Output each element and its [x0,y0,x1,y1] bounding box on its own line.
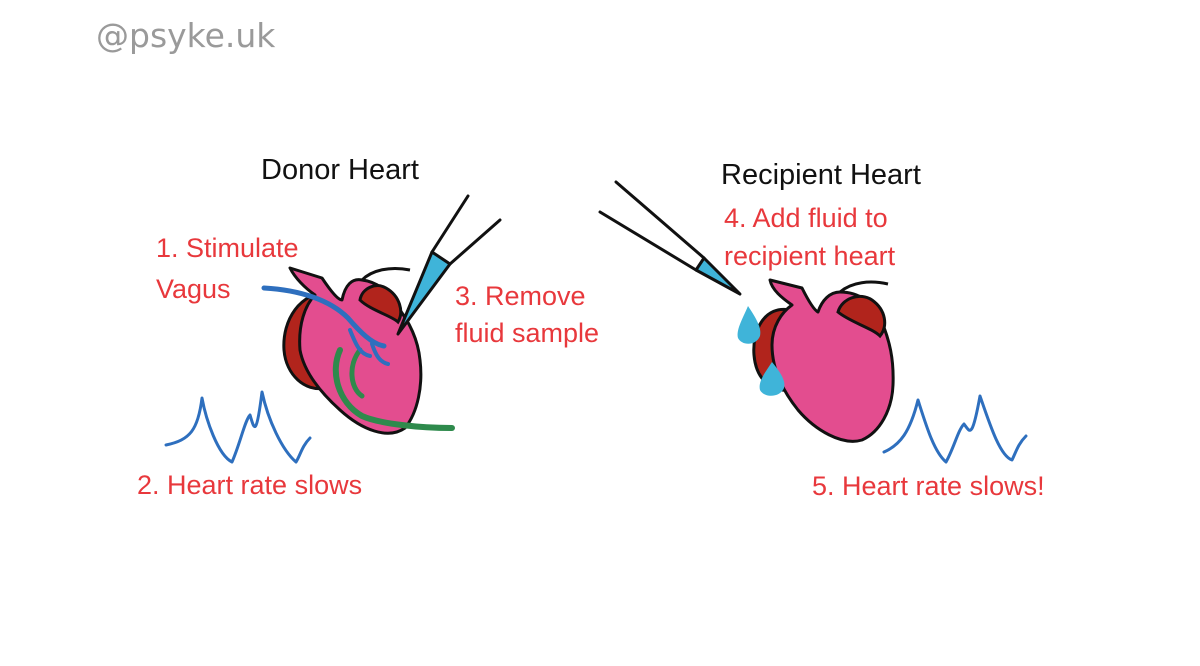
step-1-label: 1. Stimulate Vagus [156,233,299,304]
step-3-label: 3. Remove fluid sample [455,281,600,348]
watermark: @psyke.uk [96,16,276,55]
recipient-heart-icon [752,278,895,443]
recipient-ecg-trace-icon [882,394,1028,464]
recipient-heart-title: Recipient Heart [721,159,921,191]
donor-heart-title: Donor Heart [261,154,419,186]
step-4-label: 4. Add fluid to recipient heart [724,203,896,271]
step-2-label: 2. Heart rate slows [137,470,363,500]
step-5-label: 5. Heart rate slows! [812,471,1045,501]
droplet-icon [737,306,785,396]
donor-heart-icon [261,266,455,435]
recipient-pipette-icon [598,180,742,296]
donor-ecg-trace-icon [164,390,312,464]
donor-pipette-icon [396,194,502,336]
